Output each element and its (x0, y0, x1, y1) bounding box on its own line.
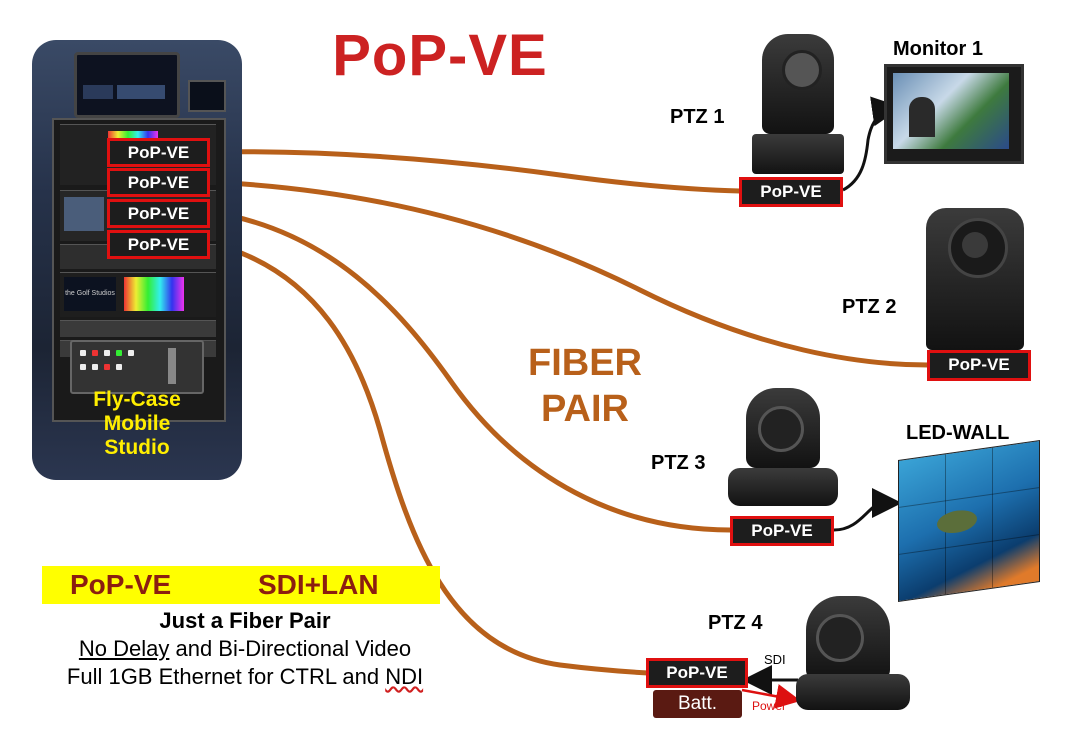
studio-label-line2: Mobile (103, 412, 171, 435)
info-line-2-underlined: No Delay (78, 636, 170, 661)
battery-pack: Batt. (653, 690, 742, 718)
power-label: Power (752, 699, 787, 713)
ptz1-label: PTZ 1 (670, 106, 725, 128)
studio-label-line1: Fly-Case (93, 388, 181, 411)
studio-unit-1: PoP-VE (107, 138, 210, 167)
ledwall-label: LED-WALL (906, 422, 1010, 444)
rack-screen-text: the Golf Studios (64, 277, 116, 311)
page-title: PoP-VE (332, 23, 548, 88)
ptz4-unit: PoP-VE (646, 658, 748, 688)
info-badge-left: PoP-VE (70, 569, 172, 600)
camera-icon (796, 596, 910, 710)
fiber-line-ptz2 (209, 179, 929, 368)
ptz3-unit: PoP-VE (730, 516, 834, 546)
fiber-label-line1: FIBER (528, 342, 642, 384)
video-switcher-icon (70, 340, 204, 394)
info-line-3-pre: Full 1GB Ethernet for CTRL and (66, 664, 386, 689)
fiber-line-ptz1 (209, 149, 741, 194)
fiber-label-line2: PAIR (541, 388, 629, 430)
info-line-2-rest: and Bi-Directional Video (169, 636, 412, 661)
studio-label-line3: Studio (104, 436, 170, 459)
camera-icon (752, 34, 844, 174)
ptz3-label: PTZ 3 (651, 452, 706, 474)
camera-icon (728, 388, 838, 506)
info-line-2: No Delay and Bi-Directional Video (20, 636, 470, 662)
info-line-3-ndi: NDI (385, 664, 424, 689)
info-badge-right: SDI+LAN (258, 569, 379, 600)
studio-unit-3: PoP-VE (107, 199, 210, 228)
studio-unit-4: PoP-VE (107, 230, 210, 259)
monitor-icon (884, 64, 1024, 164)
ptz2-unit: PoP-VE (927, 350, 1031, 381)
ptz4-label: PTZ 4 (708, 612, 763, 634)
fiber-line-ptz3 (209, 209, 731, 533)
studio-unit-2: PoP-VE (107, 168, 210, 197)
fiber-pair-label: FIBER PAIR (500, 340, 670, 432)
fiber-line-ptz4 (209, 240, 649, 676)
sdi-label: SDI (764, 652, 786, 667)
camera-icon (926, 208, 1024, 350)
laptop-icon (74, 52, 180, 118)
arrow-icon (833, 488, 902, 532)
tablet-icon (188, 80, 226, 112)
studio-rack-icon: the Golf Studios Fly-Case Mobile Studio (32, 40, 242, 480)
monitor1-label: Monitor 1 (893, 38, 983, 60)
ptz1-unit: PoP-VE (739, 177, 843, 207)
info-badge (42, 566, 440, 604)
led-wall-icon (898, 440, 1040, 602)
ptz2-label: PTZ 2 (842, 296, 897, 318)
info-line-3: Full 1GB Ethernet for CTRL and NDI (20, 664, 470, 690)
info-line-1: Just a Fiber Pair (159, 608, 331, 633)
arrow-icon (741, 684, 801, 709)
